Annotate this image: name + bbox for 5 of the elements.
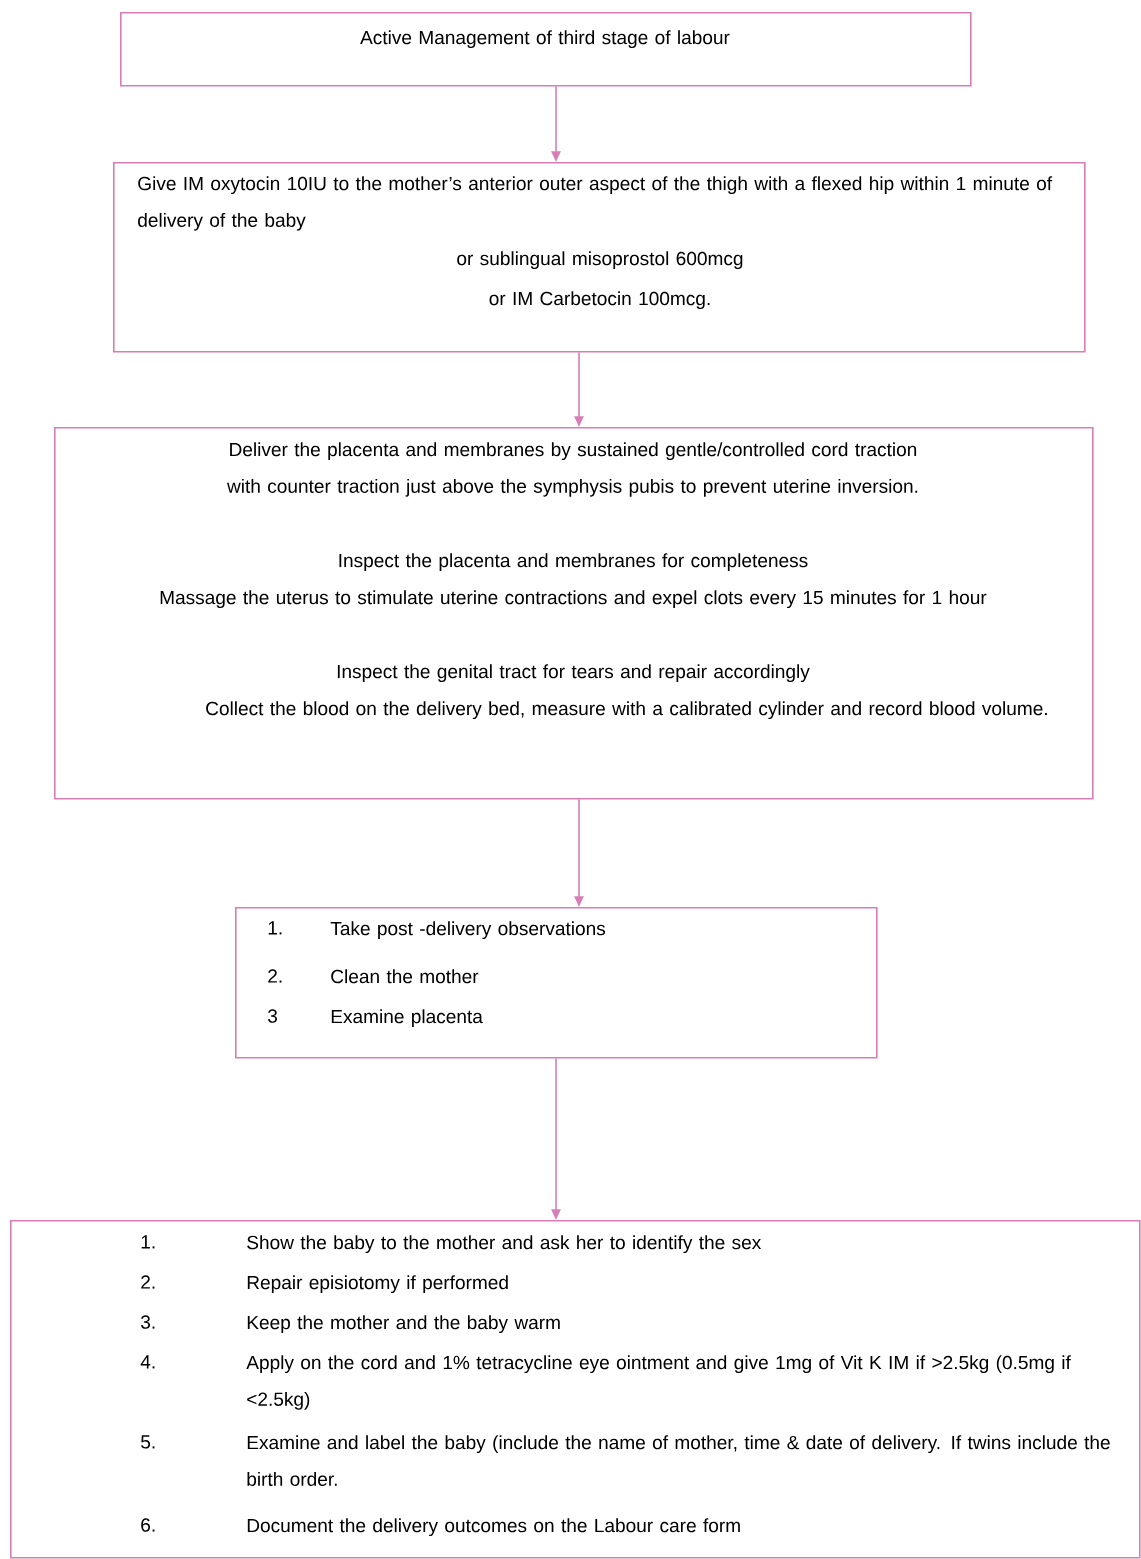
process-box: Give IM oxytocin 10IU to the mother’s anterior outer aspect of the thigh with a flexed hip within 1 minute of delivery of the baby or sublingual misoprostol 600mcg or IM Carbetocin 100mcg. [113, 162, 1086, 353]
list-box: 1. Take post -delivery observations 2. Clean the mother 3 Examine placenta [235, 907, 878, 1059]
process-box: Deliver the placenta and membranes by sustained gentle/controlled cord traction with counter traction just above the symphysis pubis to prevent uterine inversion. Inspect the placenta and membranes for completeness Massage the uterus to stimulate uterine contractions and expel clots every 15 minutes for 1 hour Inspect the genital tract for tears and repair accordingly Collect the blood on the delivery bed, measure with a calibrated cylinder and record blood volume. [54, 427, 1094, 800]
title-box: Active Management of third stage of labour [120, 12, 972, 87]
list-box: 1. Show the baby to the mother and ask her to identify the sex 2. Repair episiotomy if performed 3. Keep the mother and the baby warm 4. Apply on the cord and 1% tetracycline eye ointment and give 1mg of Vit K IM if >2.5kg (0.5mg if <2.5kg) 5. Examine and label the baby (include the name of mother, time & date of delivery. If twins include the birth order. 6. Document the delivery outcomes on the Labour care form [10, 1220, 1141, 1559]
